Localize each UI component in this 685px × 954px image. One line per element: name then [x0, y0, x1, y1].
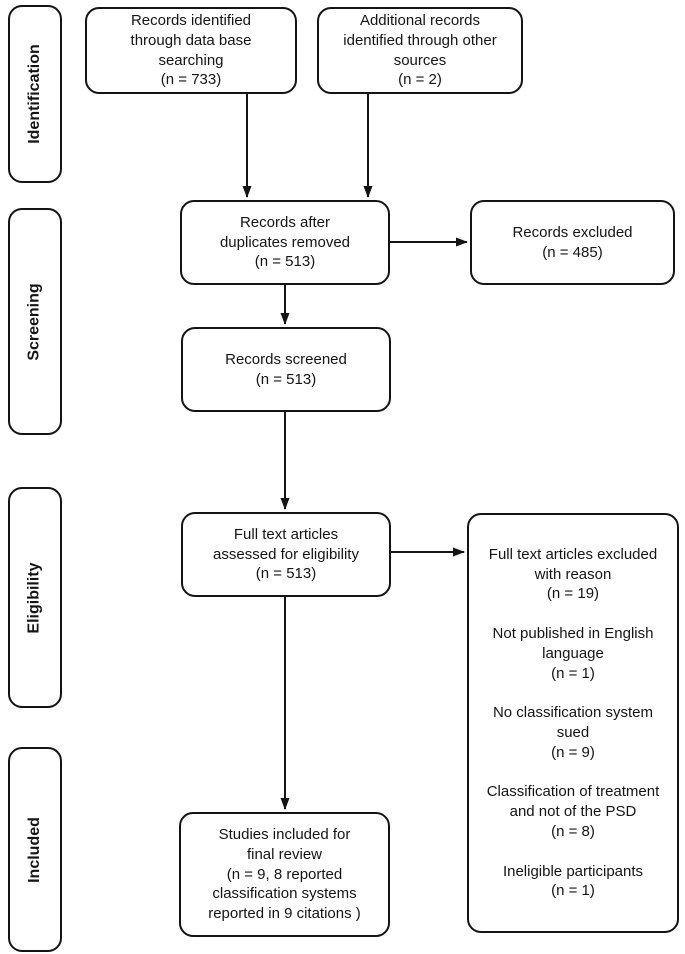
stage-label-screening: Screening: [8, 208, 62, 435]
box-studies-included: Studies included for final review (n = 9…: [179, 812, 390, 937]
box-fulltext-assessed: Full text articles assessed for eligibil…: [181, 512, 391, 597]
stage-label-text: Included: [26, 816, 43, 883]
stage-label-eligibility: Eligibility: [8, 487, 62, 708]
box-records-screened: Records screened (n = 513): [181, 327, 391, 412]
stage-label-text: Eligibility: [26, 561, 43, 634]
box-fulltext-excluded: Full text articles excluded with reason …: [467, 513, 679, 933]
box-duplicates-removed: Records after duplicates removed (n = 51…: [180, 200, 390, 285]
stage-label-included: Included: [8, 747, 62, 952]
stage-label-identification: Identification: [8, 5, 62, 183]
stage-label-text: Identification: [26, 44, 43, 144]
box-records-excluded: Records excluded (n = 485): [470, 200, 675, 285]
stage-label-text: Screening: [26, 282, 44, 361]
box-records-identified: Records identified through data base sea…: [85, 7, 297, 94]
box-additional-records: Additional records identified through ot…: [317, 7, 523, 94]
